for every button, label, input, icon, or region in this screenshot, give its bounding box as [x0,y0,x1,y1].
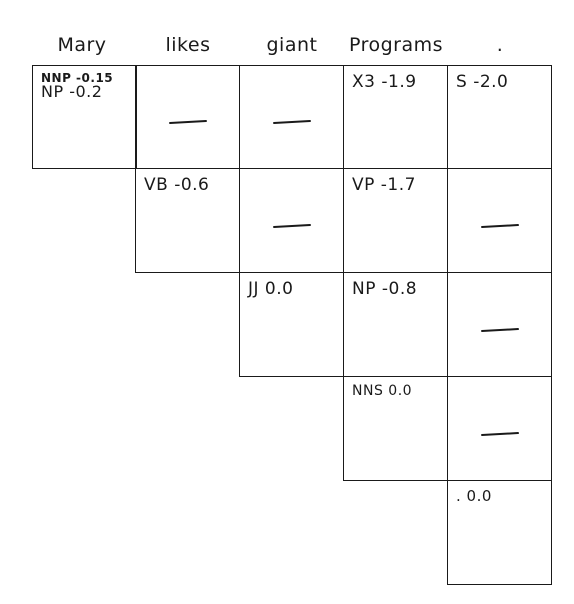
chart-cell-0-0: NNP -0.15 NP -0.2 [32,65,137,169]
word-period: . [496,34,504,56]
empty-dash [480,327,519,332]
chart-cell-4-4: . 0.0 [447,480,552,585]
chart-cell-2-3: NP -0.8 [343,272,448,377]
cell-label: NNS 0.0 [352,383,413,399]
chart-cell-0-1 [135,65,240,169]
empty-dash [168,120,207,125]
word-likes: likes [165,34,211,56]
chart-cell-1-1: VB -0.6 [135,168,240,273]
cell-label: NNP -0.15 NP -0.2 [41,71,114,101]
chart-cell-1-4 [447,168,552,273]
cell-label: NP -0.8 [352,279,418,299]
word-mary: Mary [57,34,107,56]
chart-cell-3-4 [447,376,552,481]
chart-cell-0-2 [239,65,344,169]
cell-label: VB -0.6 [144,175,210,195]
cell-label: VP -1.7 [352,175,416,195]
cell-label: X3 -1.9 [352,72,417,92]
cell-label: JJ 0.0 [248,279,294,299]
chart-cell-0-3: X3 -1.9 [343,65,448,169]
chart-cell-1-3: VP -1.7 [343,168,448,273]
empty-dash [480,431,519,436]
cell-label: S -2.0 [456,72,509,92]
chart-cell-1-2 [239,168,344,273]
cell-label-line: NP -0.2 [41,82,103,101]
chart-cell-2-4 [447,272,552,377]
cell-label-line: NNP -0.15 [41,71,114,85]
cell-label: . 0.0 [456,487,492,505]
chart-cell-2-2: JJ 0.0 [239,272,344,377]
word-giant: giant [266,34,318,56]
empty-dash [272,120,311,125]
chart-cell-0-4: S -2.0 [447,65,552,169]
word-programs: Programs [348,34,444,56]
empty-dash [272,223,311,228]
empty-dash [480,223,519,228]
chart-cell-3-3: NNS 0.0 [343,376,448,481]
